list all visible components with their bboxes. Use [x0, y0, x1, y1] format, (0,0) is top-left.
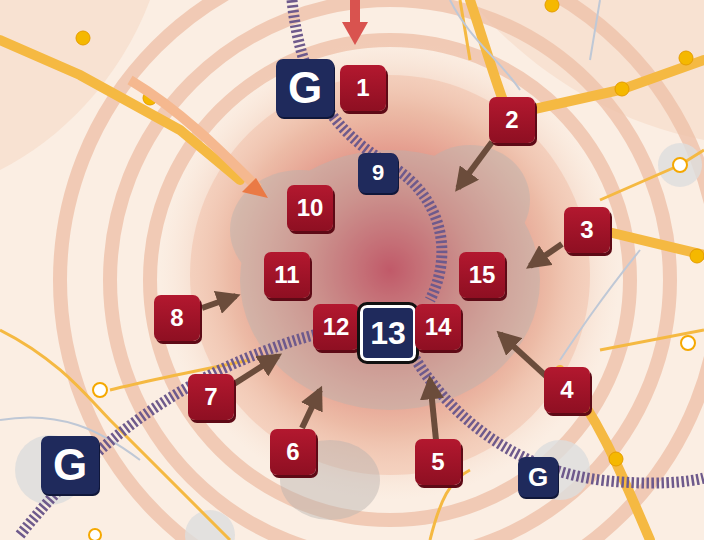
red-callout-box: 11	[264, 252, 310, 298]
leader-arrow	[202, 142, 562, 440]
red-callout-box: 8	[154, 295, 200, 341]
callout-number: 8	[170, 304, 183, 332]
red-callout-box: 4	[544, 367, 590, 413]
callout-number: 13	[370, 315, 406, 352]
callout-number: 15	[469, 261, 496, 289]
navy-callout-box: 13	[360, 305, 416, 361]
callout-number: 14	[425, 313, 452, 341]
callout-number: 6	[286, 438, 299, 466]
callout-number: G	[288, 63, 322, 113]
red-callout-box: 2	[489, 97, 535, 143]
callout-number: 9	[372, 160, 384, 186]
navy-callout-box: G	[518, 457, 558, 497]
callout-number: 2	[505, 106, 518, 134]
red-callout-box: 10	[287, 185, 333, 231]
callout-number: 4	[560, 376, 573, 404]
red-callout-box: 5	[415, 439, 461, 485]
callout-number: 7	[204, 383, 217, 411]
callout-number: 1	[356, 74, 369, 102]
red-callout-box: 3	[564, 207, 610, 253]
navy-callout-box: G	[276, 59, 334, 117]
red-callout-box: 1	[340, 65, 386, 111]
red-callout-box: 14	[415, 304, 461, 350]
callout-number: 3	[580, 216, 593, 244]
callout-number: 12	[323, 313, 350, 341]
red-callout-box: 6	[270, 429, 316, 475]
red-callout-box: 7	[188, 374, 234, 420]
red-callout-box: 15	[459, 252, 505, 298]
callout-number: 10	[297, 194, 324, 222]
navy-callout-box: G	[41, 436, 99, 494]
callout-number: G	[53, 440, 87, 490]
callout-number: 11	[274, 261, 299, 289]
red-callout-box: 12	[313, 304, 359, 350]
callout-number: 5	[431, 448, 444, 476]
callout-number: G	[528, 462, 548, 493]
navy-callout-box: 9	[358, 153, 398, 193]
